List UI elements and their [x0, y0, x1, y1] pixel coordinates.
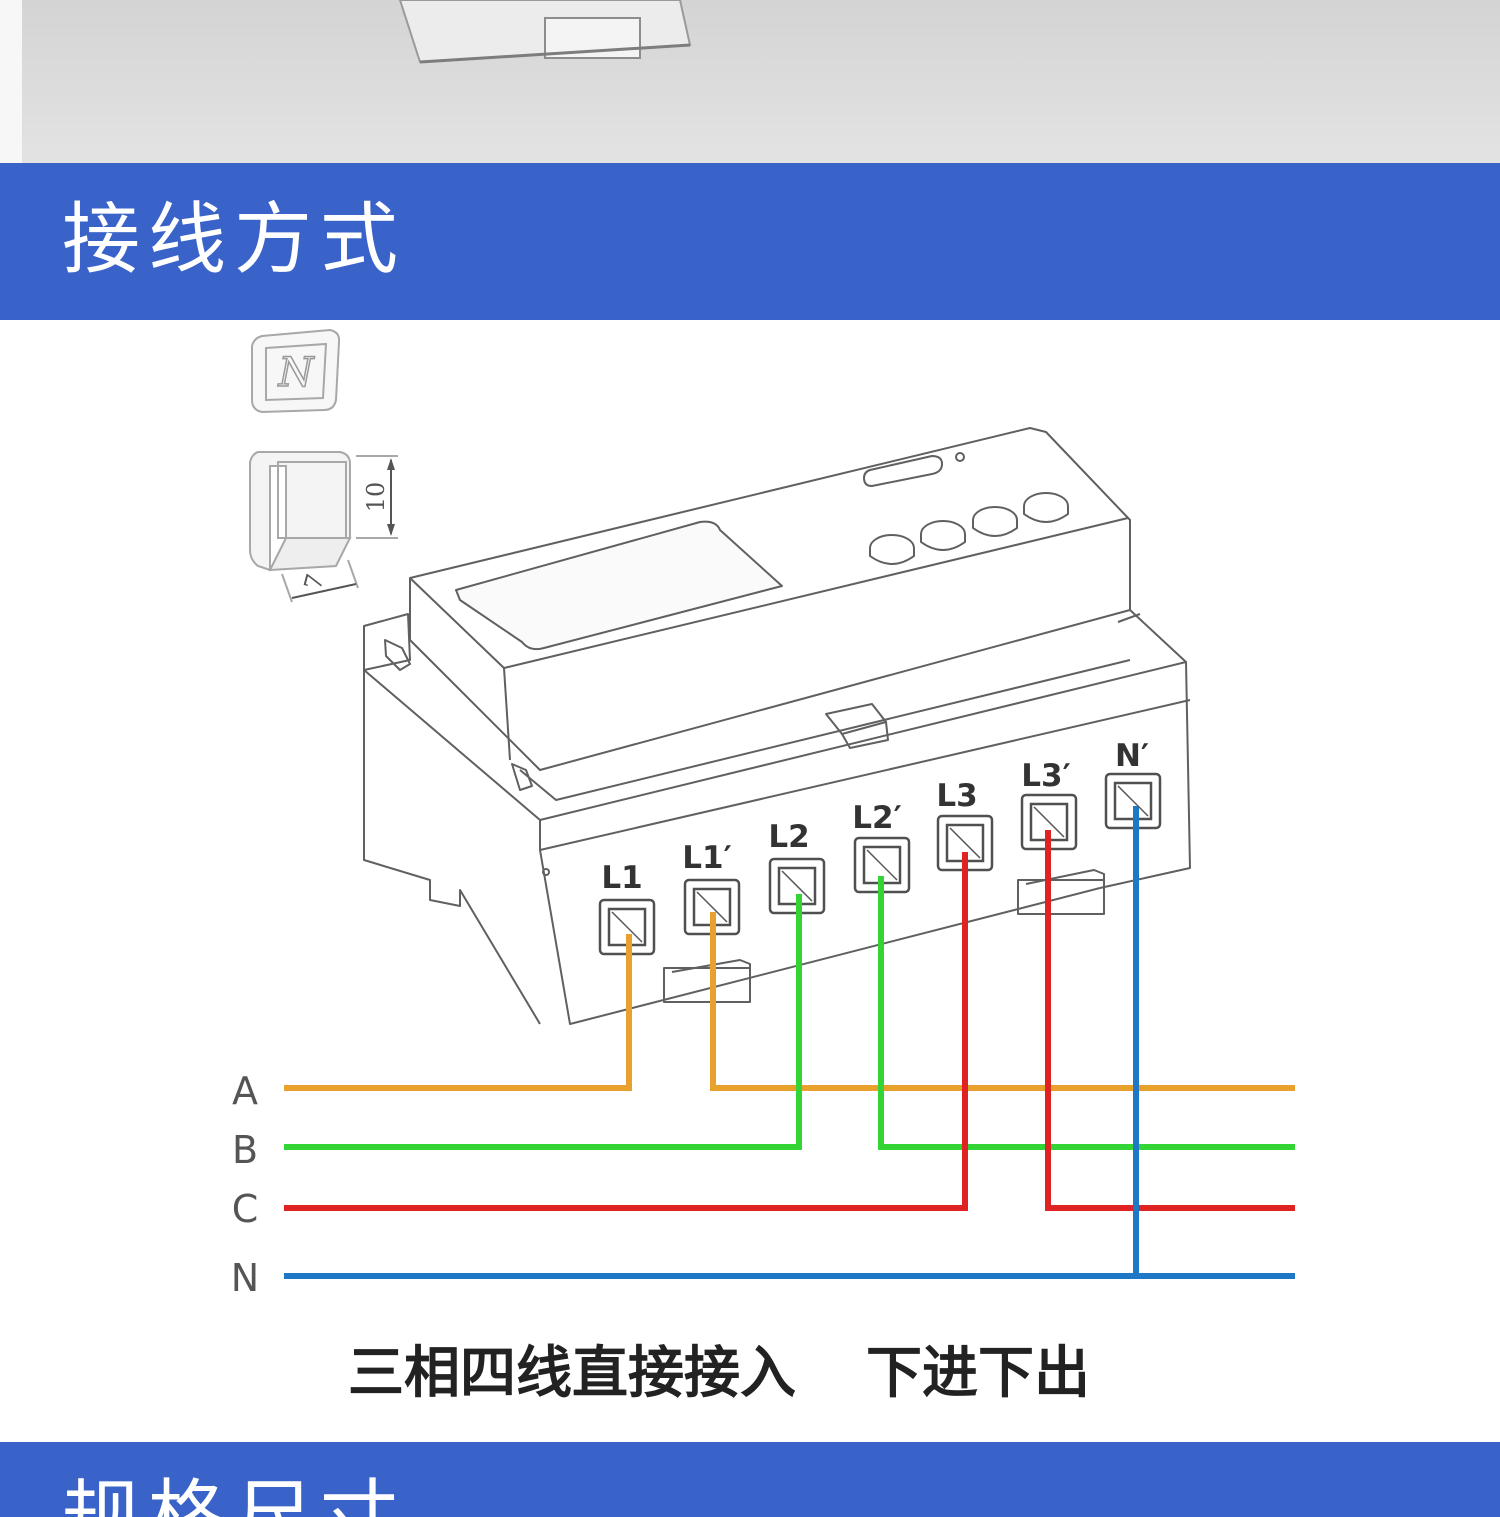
wiring-caption: 三相四线直接接入 下进下出	[348, 1328, 1090, 1409]
phase-label-a: A	[232, 1069, 258, 1113]
dim-height-label: 10	[362, 482, 390, 513]
product-photo-strip	[0, 0, 1500, 163]
section-banner-wiring: 接线方式	[0, 163, 1500, 320]
terminal-label-l1: L1	[601, 860, 642, 896]
terminal-cap-callout: N	[249, 328, 398, 603]
wire-a-out	[710, 912, 1295, 1091]
wire-c-in	[284, 852, 968, 1211]
section-title-wiring: 接线方式	[62, 195, 407, 285]
terminal-label-l1-prime: L1′	[682, 840, 732, 876]
terminal-label-l2-prime: L2′	[852, 800, 902, 836]
photo-edge	[0, 0, 22, 163]
meter-body	[363, 427, 1191, 1025]
terminal-label-n-prime: N′	[1115, 738, 1149, 774]
wire-b-in	[284, 894, 802, 1150]
phase-label-n: N	[231, 1256, 259, 1300]
terminal-label-l2: L2	[768, 819, 809, 855]
wire-a-in	[284, 934, 632, 1091]
section-title-dimensions: 规格尺寸	[62, 1472, 407, 1517]
wiring-direction-text: 下进下出	[866, 1341, 1090, 1406]
wire-c-out	[1045, 830, 1295, 1211]
wiring-mode-text: 三相四线直接接入	[348, 1341, 796, 1406]
section-banner-dimensions: 规格尺寸	[0, 1442, 1500, 1517]
dim-width-label: 7	[299, 571, 330, 593]
meter-keys	[869, 492, 1069, 565]
phase-label-b: B	[232, 1128, 258, 1172]
terminal-label-l3-prime: L3′	[1021, 758, 1071, 794]
wiring-diagram: N 10 7	[231, 328, 1295, 1300]
phase-label-c: C	[232, 1187, 259, 1231]
device-photo	[398, 0, 692, 64]
socket-screw-marks	[611, 785, 1149, 943]
terminal-label-l3: L3	[936, 778, 977, 814]
n-logo: N	[278, 350, 316, 396]
wire-b-out	[878, 876, 1295, 1150]
